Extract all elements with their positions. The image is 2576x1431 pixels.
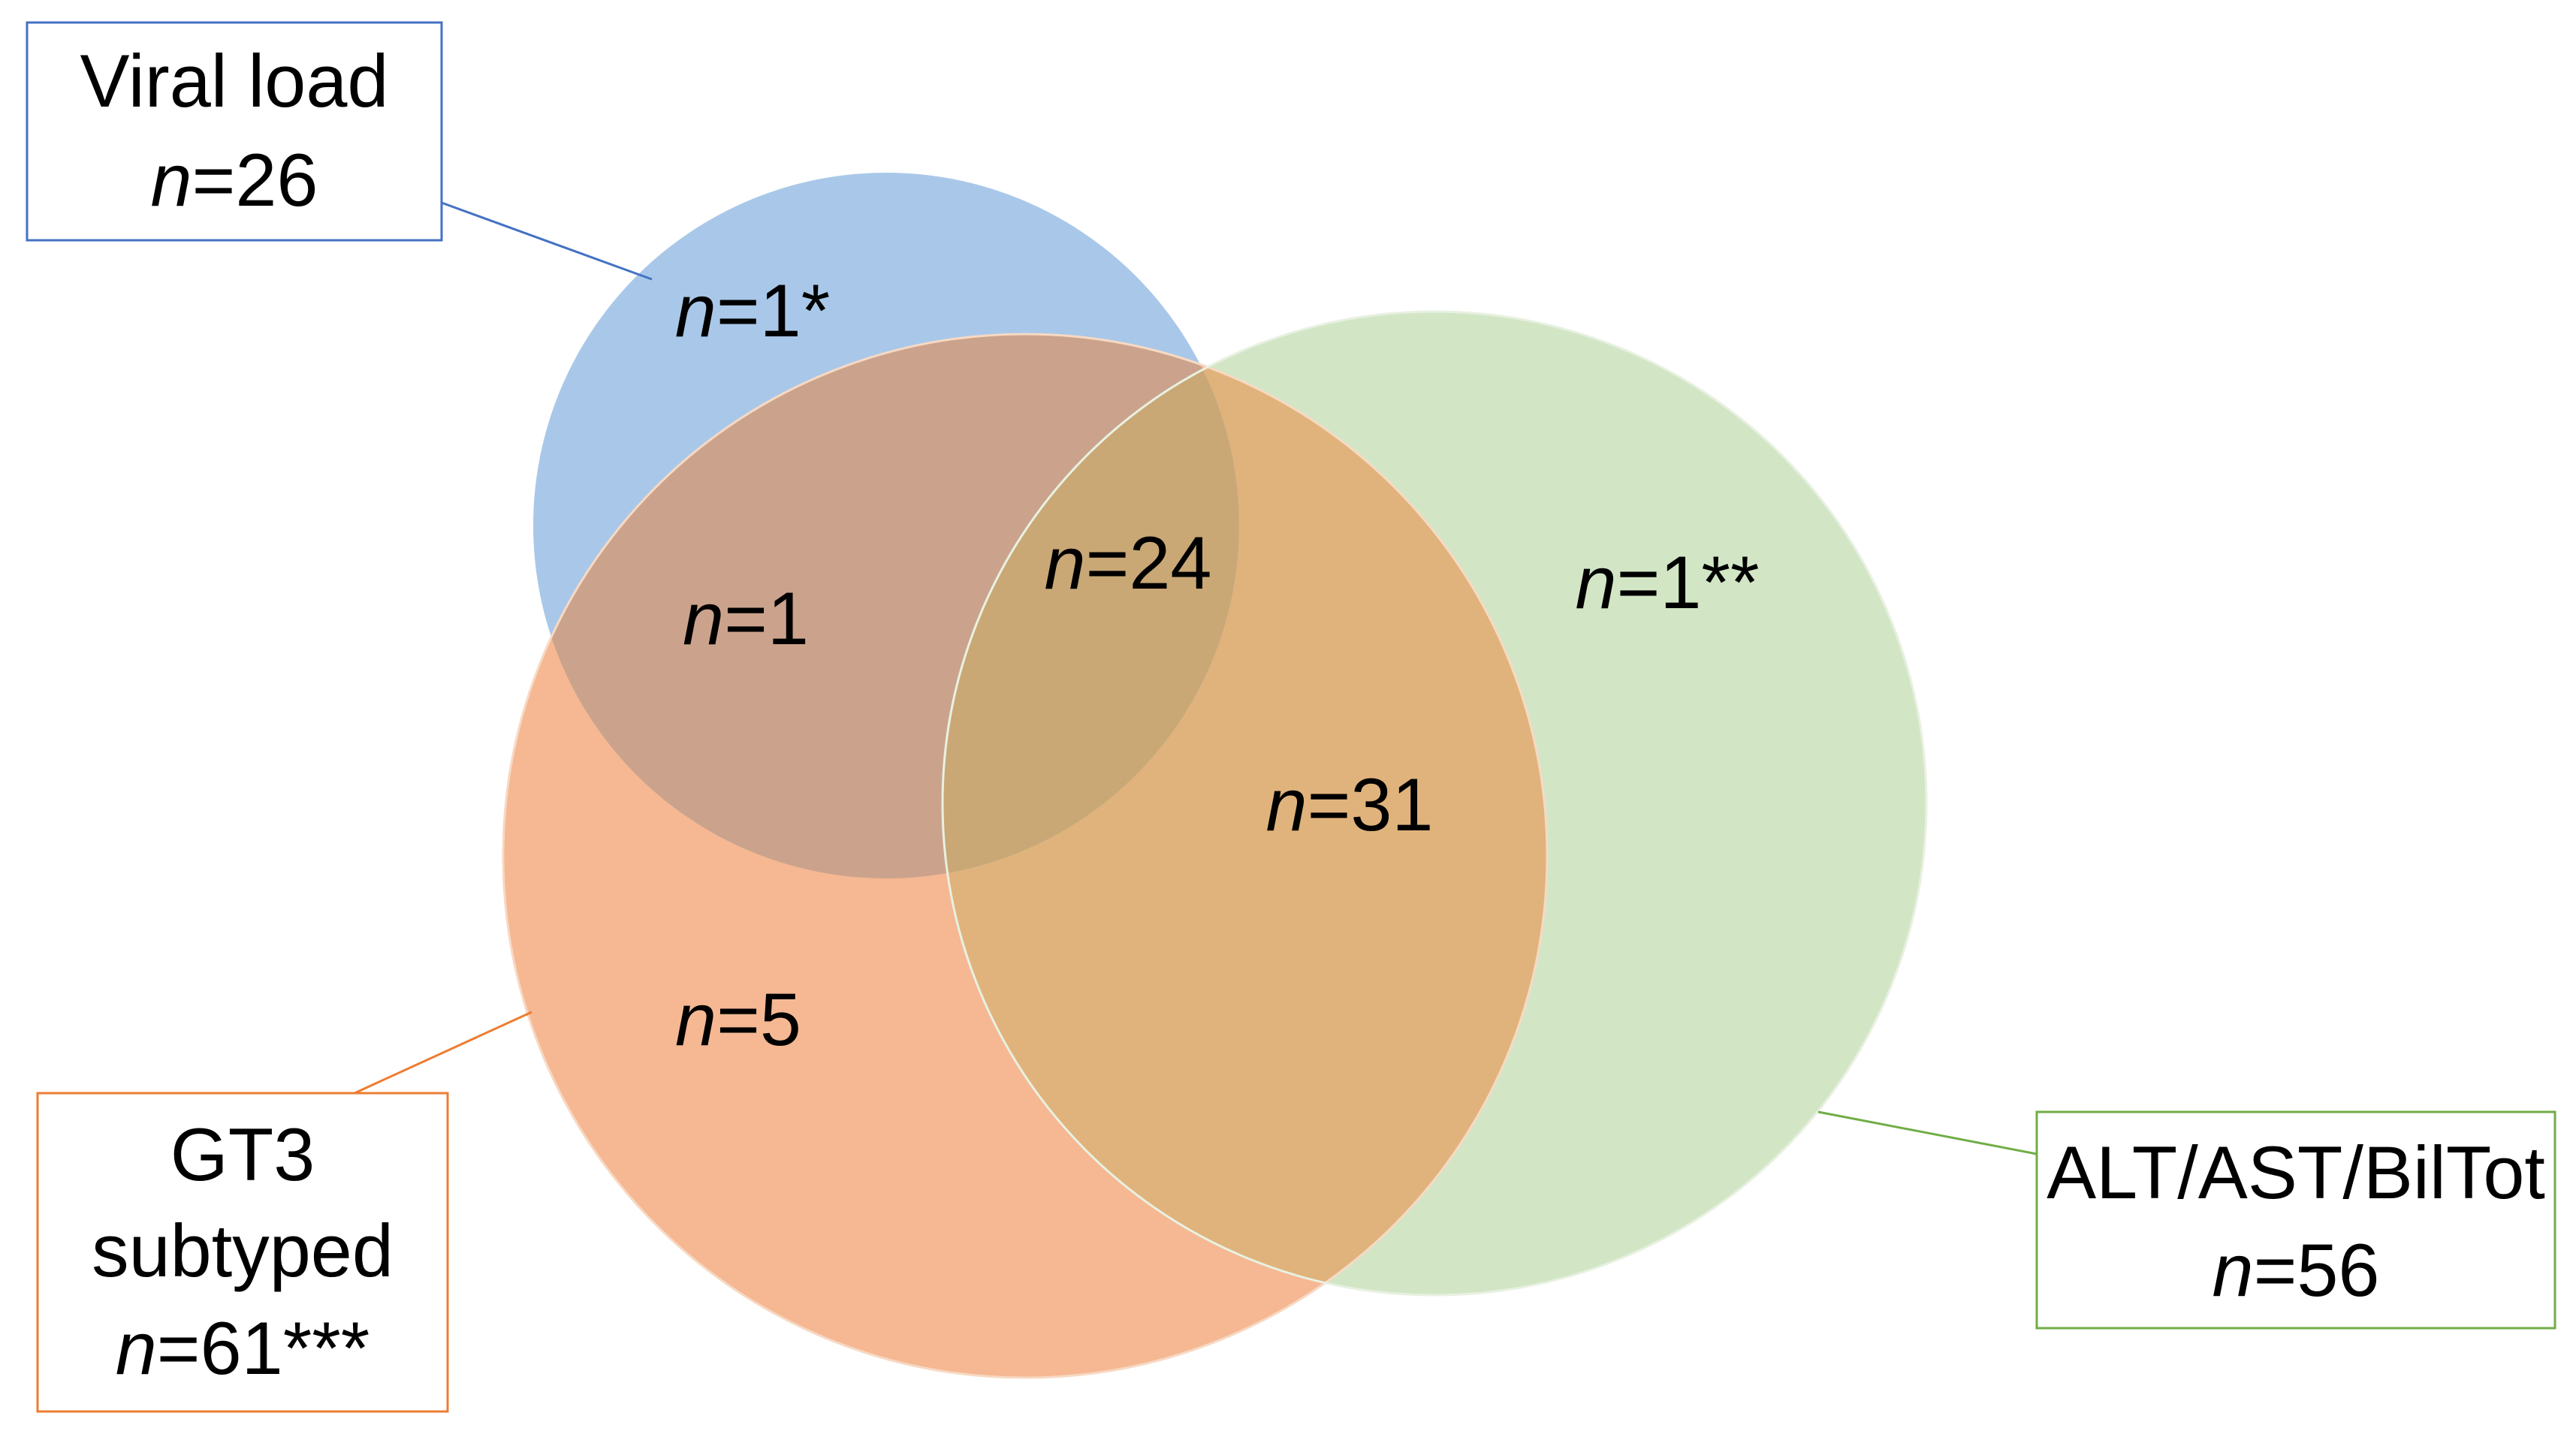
liver-count: n=56 [2213,1228,2380,1312]
liver-legend-box: ALT/AST/BilTot n=56 [2035,1110,2556,1330]
region-liver-only-label: n=1** [1576,541,1760,624]
gt3-count: n=61*** [116,1306,370,1390]
gt3-edge [502,333,1549,1379]
viral-load-title: Viral load [80,39,389,122]
region-all-three-label: n=24 [1045,521,1212,604]
liver-title: ALT/AST/BilTot [2047,1131,2545,1214]
viral-load-legend-box: Viral load n=26 [26,21,443,242]
viral-load-count: n=26 [151,138,318,221]
gt3-title-line2: subtyped [92,1209,394,1292]
region-gt3-only-label: n=5 [675,978,801,1061]
liver-connector [1817,1110,2038,1155]
gt3-connector [354,1011,532,1095]
viral-load-connector [441,201,653,281]
region-viral-gt3-label: n=1 [683,577,809,660]
gt3-title-line1: GT3 [170,1113,315,1196]
region-gt3-liver-label: n=31 [1266,763,1434,846]
region-viral-only-label: n=1* [675,269,830,352]
gt3-legend-box: GT3 subtyped n=61*** [36,1092,449,1413]
liver-edge [941,310,1928,1297]
